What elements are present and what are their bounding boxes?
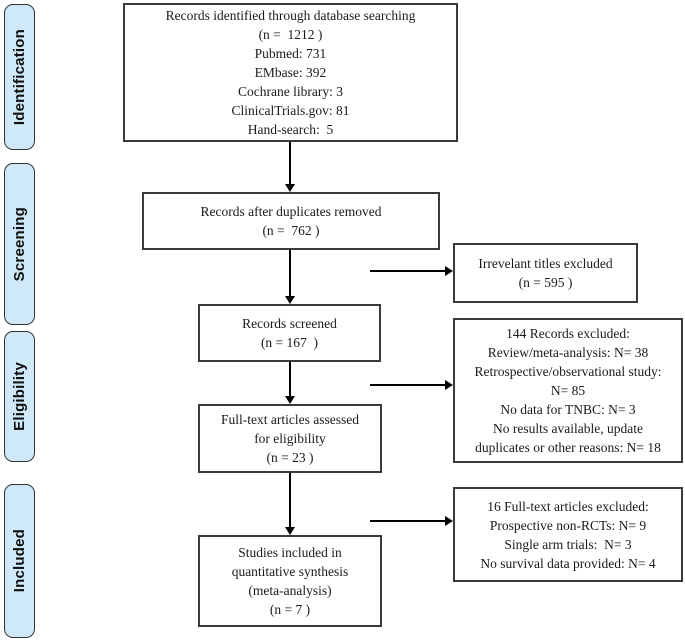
arrow-down-4-head <box>285 527 295 535</box>
box-duplicates-removed-text: Records after duplicates removed (n = 76… <box>200 204 382 238</box>
box-records-excluded: 144 Records excluded: Review/meta-analys… <box>453 318 683 463</box>
box-records-screened: Records screened (n = 167 ) <box>198 304 381 362</box>
stage-screening: Screening <box>4 163 35 325</box>
arrow-down-1-head <box>285 184 295 192</box>
arrow-down-3-line <box>289 362 291 396</box>
box-fulltext-excluded-text: 16 Full-text articles excluded: Prospect… <box>480 498 656 571</box>
box-included-synthesis-text: Studies included in quantitative synthes… <box>231 545 349 617</box>
arrow-right-3-head <box>445 516 453 526</box>
stage-identification: Identification <box>4 4 35 150</box>
box-records-excluded-text: 144 Records excluded: Review/meta-analys… <box>474 326 662 455</box>
box-fulltext-assessed: Full-text articles assessed for eligibil… <box>198 404 382 473</box>
stage-eligibility-label: Eligibility <box>11 362 28 431</box>
box-records-identified: Records identified through database sear… <box>123 3 458 142</box>
box-fulltext-excluded: 16 Full-text articles excluded: Prospect… <box>453 487 683 582</box>
stage-included: Included <box>4 484 35 638</box>
arrow-down-2-head <box>285 296 295 304</box>
box-included-synthesis: Studies included in quantitative synthes… <box>198 535 382 627</box>
arrow-right-1-head <box>445 266 453 276</box>
arrow-down-2-line <box>289 250 291 296</box>
box-duplicates-removed: Records after duplicates removed (n = 76… <box>142 192 440 250</box>
stage-eligibility: Eligibility <box>4 331 35 462</box>
arrow-right-1-line <box>370 270 445 272</box>
arrow-down-1-line <box>289 142 291 184</box>
box-fulltext-assessed-text: Full-text articles assessed for eligibil… <box>221 412 359 465</box>
box-records-identified-text: Records identified through database sear… <box>165 8 416 137</box>
stage-identification-label: Identification <box>11 28 28 126</box>
arrow-right-2-head <box>445 380 453 390</box>
arrow-down-3-head <box>285 396 295 404</box>
box-irrelevant-excluded-text: Irrevelant titles excluded (n = 595 ) <box>478 256 613 290</box>
arrow-right-2-line <box>370 384 445 386</box>
box-irrelevant-excluded: Irrevelant titles excluded (n = 595 ) <box>453 243 638 303</box>
arrow-right-3-line <box>370 520 445 522</box>
arrow-down-4-line <box>289 473 291 527</box>
stage-screening-label: Screening <box>11 206 28 282</box>
stage-included-label: Included <box>11 529 28 593</box>
box-records-screened-text: Records screened (n = 167 ) <box>242 316 337 350</box>
